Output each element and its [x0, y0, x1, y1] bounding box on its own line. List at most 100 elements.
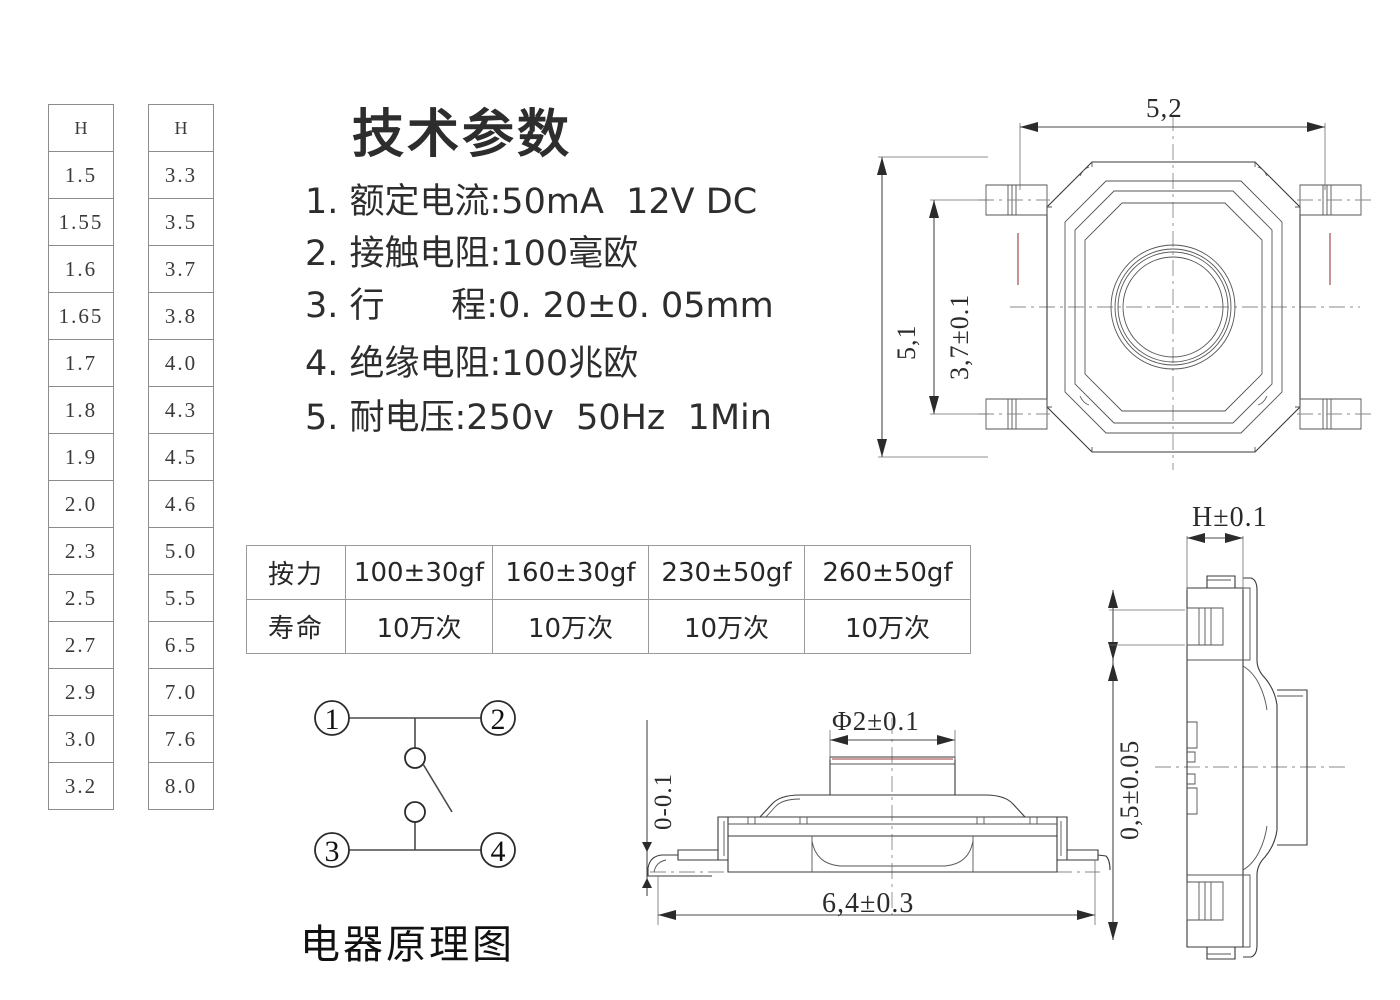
h-value-cell: 1.5 [48, 151, 114, 199]
schematic-caption: 电器原理图 [300, 922, 515, 968]
force-cell: 100±30gf [345, 545, 493, 600]
table-row: H [148, 104, 214, 152]
table-row: 6.5 [148, 621, 214, 669]
tech-param-item-2: 2. 接触电阻:100毫欧 [305, 234, 639, 274]
table-row: 3.8 [148, 292, 214, 340]
h-value-cell: 3.0 [48, 715, 114, 763]
table-row: 1.55 [48, 198, 114, 246]
schematic-contact-upper [404, 747, 426, 769]
h-table-left: H 1.5 1.55 1.6 1.65 1.7 1.8 1.9 2.0 2.3 … [48, 104, 114, 810]
h-value-cell: 1.8 [48, 386, 114, 434]
table-row: 2.9 [48, 668, 114, 716]
h-value-cell: 7.0 [148, 668, 214, 716]
h-value-cell: 3.7 [148, 245, 214, 293]
table-row: 4.5 [148, 433, 214, 481]
force-cell: 260±50gf [804, 545, 971, 600]
h-value-cell: 4.3 [148, 386, 214, 434]
tech-param-item-3: 3. 行 程:0. 20±0. 05mm [305, 286, 774, 326]
table-row: 8.0 [148, 762, 214, 810]
h-table-left-header: H [48, 104, 114, 152]
h-value-cell: 2.3 [48, 527, 114, 575]
h-value-cell: 2.9 [48, 668, 114, 716]
h-value-cell: 4.5 [148, 433, 214, 481]
h-value-cell: 3.2 [48, 762, 114, 810]
force-row-label: 按力 [246, 545, 346, 600]
h-table-right: H 3.3 3.5 3.7 3.8 4.0 4.3 4.5 4.6 5.0 5.… [148, 104, 214, 810]
table-row: 2.7 [48, 621, 114, 669]
h-table-left-grid: H 1.5 1.55 1.6 1.65 1.7 1.8 1.9 2.0 2.3 … [48, 104, 114, 810]
table-row: 5.5 [148, 574, 214, 622]
h-value-cell: 2.5 [48, 574, 114, 622]
h-value-cell: 3.3 [148, 151, 214, 199]
table-row-force: 按力 100±30gf 160±30gf 230±50gf 260±50gf [246, 545, 971, 600]
plan-dim-width-label: 5,2 [1146, 93, 1183, 123]
table-row: 1.6 [48, 245, 114, 293]
table-row: 3.5 [148, 198, 214, 246]
h-value-cell: 4.0 [148, 339, 214, 387]
h-value-cell: 8.0 [148, 762, 214, 810]
table-row: 4.0 [148, 339, 214, 387]
h-value-cell: 6.5 [148, 621, 214, 669]
plan-dim-height-outer-label: 5,1 [892, 324, 921, 361]
h-value-cell: 1.6 [48, 245, 114, 293]
tech-param-item-4: 4. 绝缘电阻:100兆欧 [305, 344, 639, 384]
tech-params-title: 技术参数 [352, 105, 573, 165]
table-row: 7.0 [148, 668, 214, 716]
tech-param-item-5: 5. 耐电压:250v 50Hz 1Min [305, 398, 772, 438]
h-value-cell: 4.6 [148, 480, 214, 528]
table-row: 3.0 [48, 715, 114, 763]
table-row: 3.7 [148, 245, 214, 293]
plan-dim-height-inner-label: 3,7±0.1 [945, 293, 974, 380]
h-table-right-header: H [148, 104, 214, 152]
table-row: 1.65 [48, 292, 114, 340]
table-row: 1.5 [48, 151, 114, 199]
force-life-table: 按力 100±30gf 160±30gf 230±50gf 260±50gf 寿… [246, 545, 971, 654]
table-row: 5.0 [148, 527, 214, 575]
h-value-cell: 1.7 [48, 339, 114, 387]
h-value-cell: 5.5 [148, 574, 214, 622]
table-row: 1.7 [48, 339, 114, 387]
table-row: 7.6 [148, 715, 214, 763]
terminal-4-label: 4 [491, 835, 506, 868]
table-row: 2.5 [48, 574, 114, 622]
life-cell: 10万次 [345, 599, 493, 654]
table-row: 2.3 [48, 527, 114, 575]
force-life-grid: 按力 100±30gf 160±30gf 230±50gf 260±50gf 寿… [246, 545, 971, 654]
table-row: 4.3 [148, 386, 214, 434]
h-value-cell: 1.65 [48, 292, 114, 340]
table-row: H [48, 104, 114, 152]
terminal-4-marker [480, 832, 516, 868]
table-row: 2.0 [48, 480, 114, 528]
h-value-cell: 3.8 [148, 292, 214, 340]
life-cell: 10万次 [804, 599, 971, 654]
section-view-drawing [640, 700, 1111, 940]
terminal-1-marker [314, 700, 350, 736]
h-value-cell: 2.7 [48, 621, 114, 669]
table-row: 3.2 [48, 762, 114, 810]
h-value-cell: 5.0 [148, 527, 214, 575]
table-row: 4.6 [148, 480, 214, 528]
section-dim-overall-width-label: 6,4±0.3 [822, 888, 915, 919]
life-cell: 10万次 [648, 599, 805, 654]
side-dim-body-label: 0,5±0.05 [1115, 739, 1144, 840]
tech-param-item-1: 1. 额定电流:50mA 12V DC [305, 182, 758, 222]
schematic-contact-lower [404, 801, 426, 823]
terminal-3-label: 3 [325, 835, 340, 868]
life-cell: 10万次 [492, 599, 649, 654]
side-view-drawing [1095, 500, 1395, 970]
side-dim-height-label: H±0.1 [1192, 502, 1268, 533]
h-value-cell: 1.9 [48, 433, 114, 481]
table-row: 1.8 [48, 386, 114, 434]
circuit-schematic: 1 2 3 4 [300, 690, 550, 890]
force-cell: 230±50gf [648, 545, 805, 600]
force-cell: 160±30gf [492, 545, 649, 600]
table-row-life: 寿命 10万次 10万次 10万次 10万次 [246, 599, 971, 654]
h-value-cell: 2.0 [48, 480, 114, 528]
terminal-2-label: 2 [491, 703, 506, 736]
life-row-label: 寿命 [246, 599, 346, 654]
terminal-1-label: 1 [325, 703, 340, 736]
section-dim-lead-thickness-label: 0-0.1 [650, 772, 677, 830]
plan-view-drawing [860, 85, 1385, 485]
section-dim-boss-label: Φ2±0.1 [832, 706, 920, 736]
h-table-right-grid: H 3.3 3.5 3.7 3.8 4.0 4.3 4.5 4.6 5.0 5.… [148, 104, 214, 810]
